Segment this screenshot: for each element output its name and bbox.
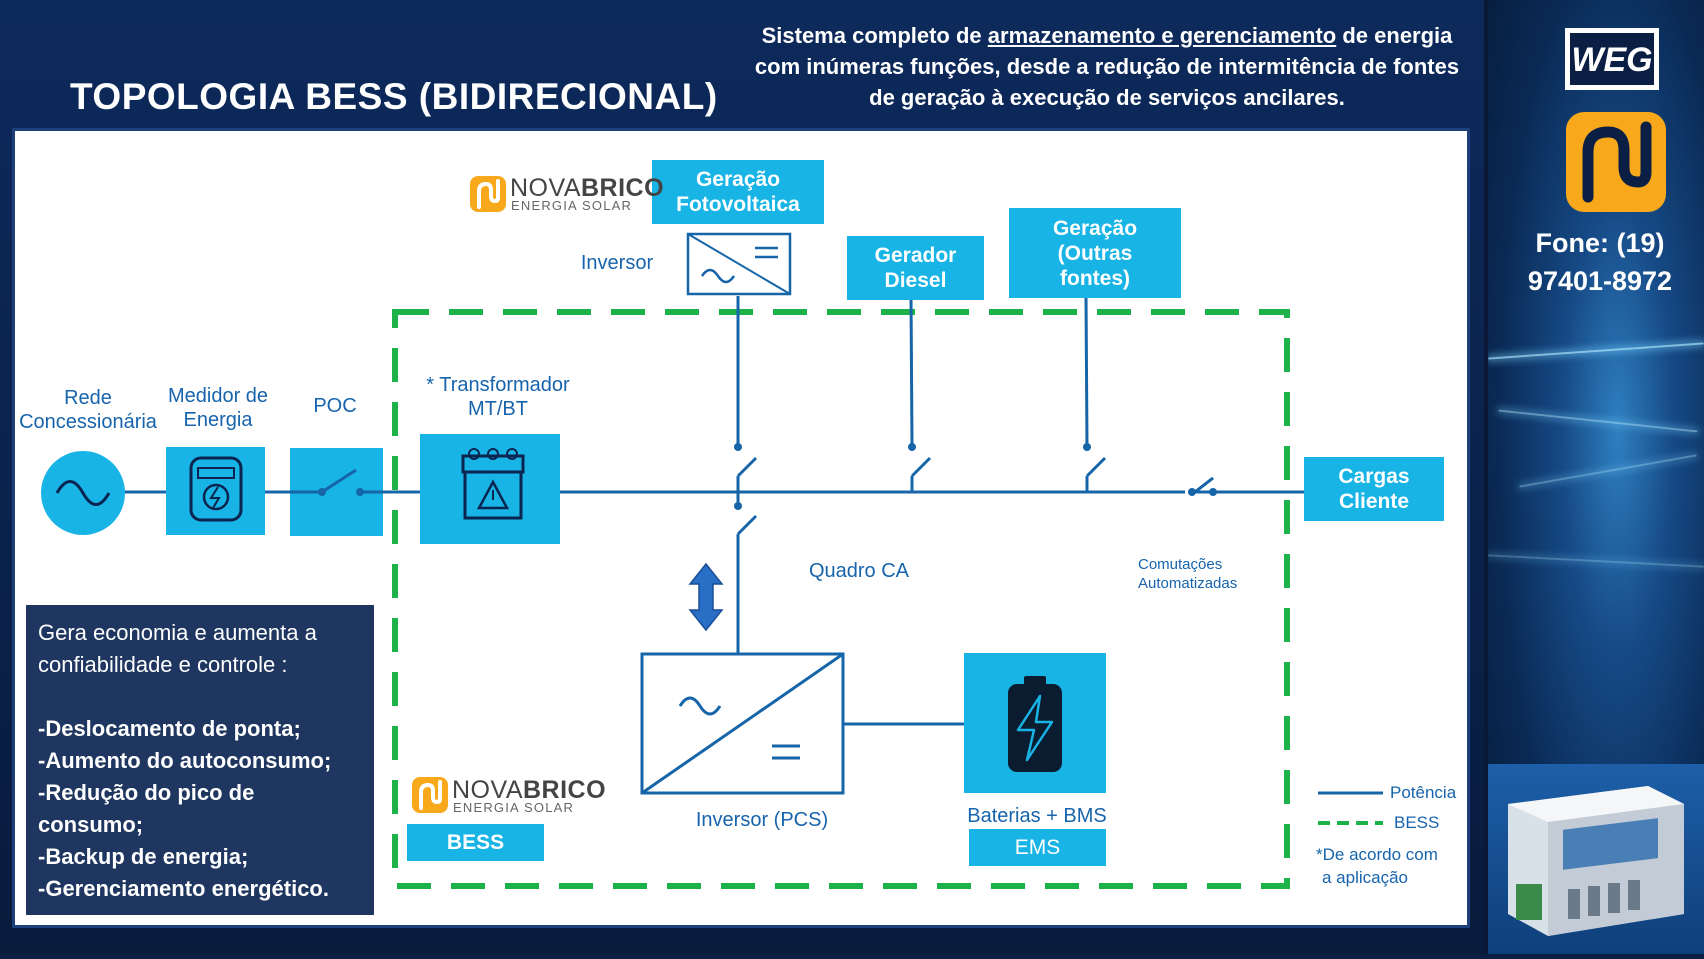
phone-contact: Fone: (19) 97401-8972 [1500,224,1700,300]
benefit-item: -Gerenciamento energético. [38,876,329,901]
battery-label: Baterias + BMS [967,805,1107,827]
phone-line-1: Fone: (19) [1535,228,1665,258]
benefit-item: -Aumento do autoconsumo; [38,748,332,773]
bess-boundary [392,309,1290,889]
other-sources-feeder-line [1084,295,1089,447]
novabrico-logo-mark [1566,112,1666,212]
legend-power-label: Potência [1390,783,1457,802]
benefits-box: Gera economia e aumenta a confiabilidade… [26,605,374,915]
novabrico-mark-icon [412,777,448,813]
bess-container-image [1488,764,1704,954]
transformer-icon [461,448,525,520]
bidirectional-arrow-icon [688,562,724,632]
poc-label: POC [313,395,357,417]
page-subtitle: Sistema completo de armazenamento e gere… [754,23,1460,110]
page-title: TOPOLOGIA BESS (BIDIRECIONAL) [70,76,718,117]
energy-meter-icon [189,456,243,522]
ac-panel-label: Quadro CA [808,560,910,582]
diesel-feeder-line [909,295,914,447]
svg-text:WEG: WEG [1571,41,1652,79]
pcs-label: Inversor (PCS) [695,809,829,831]
novabrico-mark-icon [470,176,506,212]
battery-icon [1008,676,1062,772]
benefit-item: -Redução do pico de consumo; [38,780,255,837]
weg-logo: WEG [1565,28,1659,90]
phone-line-2: 97401-8972 [1527,266,1673,296]
subtitle-highlight: armazenamento e gerenciamento [987,23,1337,48]
sidebar-divider [1484,0,1488,954]
benefit-item: -Backup de energia; [38,844,249,869]
inverter-label: Inversor [580,252,654,274]
benefit-item: -Deslocamento de ponta; [38,716,301,741]
legend-bess-label: BESS [1394,813,1440,832]
poc-switch-icon [290,468,383,496]
benefits-intro: Gera economia e aumenta a confiabilidade… [38,620,317,677]
ems-box: EMS [969,829,1106,866]
bess-label-box: BESS [407,824,544,861]
